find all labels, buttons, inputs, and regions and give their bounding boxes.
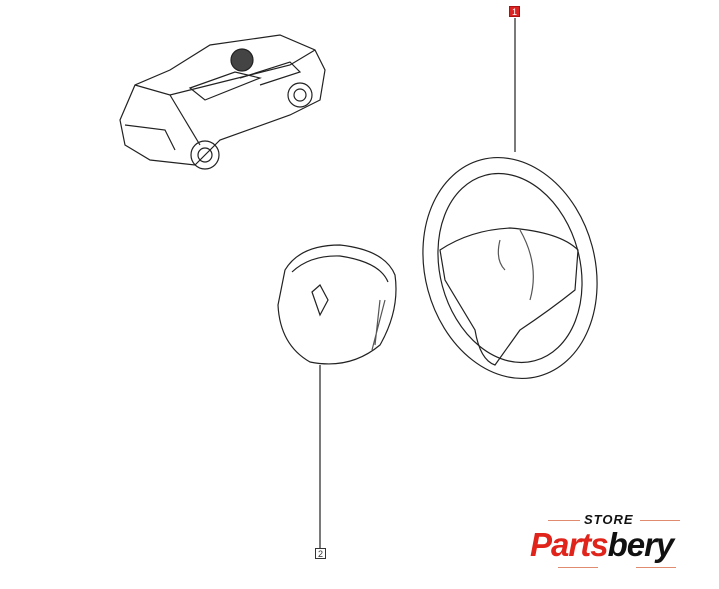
airbag-illustration	[277, 244, 397, 548]
car-illustration	[119, 34, 326, 170]
logo-line	[558, 567, 598, 568]
steering-wheel-illustration	[422, 18, 598, 379]
logo-line	[640, 520, 680, 521]
callout-2-airbag[interactable]: 2	[315, 548, 326, 559]
callout-1-steering-wheel[interactable]: 1	[509, 6, 520, 17]
logo-store-text: STORE	[584, 512, 634, 527]
partsbery-store-logo: STORE Partsbery	[528, 508, 703, 570]
logo-line	[636, 567, 676, 568]
logo-line	[548, 520, 580, 521]
logo-brand-part1: Parts	[530, 526, 609, 563]
logo-brand-text: Partsbery	[530, 526, 675, 564]
logo-brand-part2: bery	[607, 526, 675, 563]
